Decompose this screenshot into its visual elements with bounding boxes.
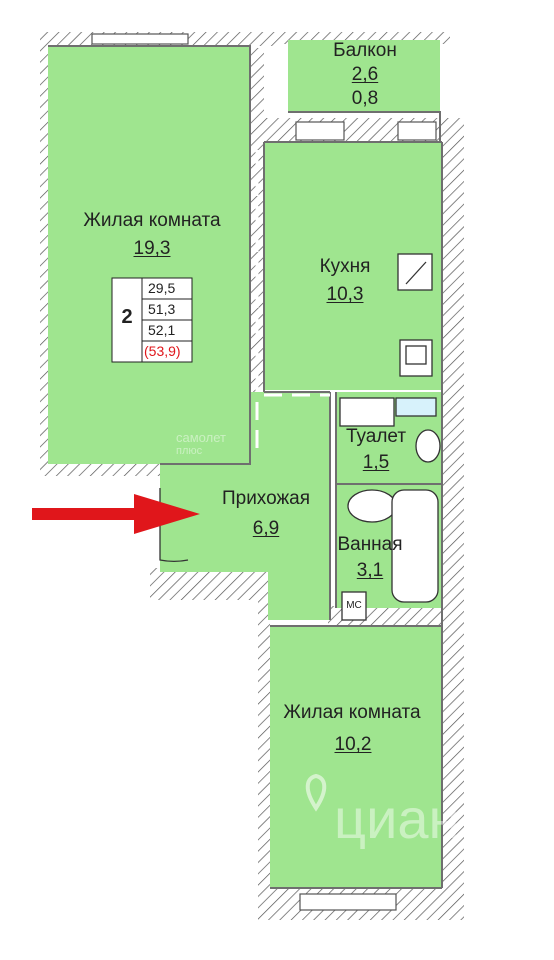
room-kitchen-name: Кухня bbox=[319, 256, 371, 277]
window-kitchen-2 bbox=[397, 121, 437, 141]
sink-toilet-icon bbox=[339, 397, 395, 427]
partition-dashes bbox=[255, 150, 330, 450]
room-toilet-area: 1,5 bbox=[362, 452, 390, 473]
watermark-samolet-line1: самолет bbox=[176, 430, 226, 445]
summary-table bbox=[111, 277, 193, 363]
exterior-walls bbox=[40, 32, 464, 920]
window-living-2 bbox=[299, 893, 397, 911]
entrance-door-swing bbox=[159, 488, 189, 563]
map-pin-icon bbox=[305, 773, 327, 812]
toilet-fixtures bbox=[339, 397, 441, 463]
room-bath-name: Ванная bbox=[337, 534, 403, 555]
summary-value-2: 51,3 bbox=[148, 301, 176, 317]
room-hall-lower-fill bbox=[268, 570, 330, 620]
stove-icon bbox=[397, 253, 433, 291]
washbasin-icon bbox=[347, 489, 397, 523]
wall-lines bbox=[48, 45, 443, 889]
room-bath-area: 3,1 bbox=[356, 560, 384, 581]
room-hall-fill bbox=[160, 392, 330, 572]
summary-rooms-count: 2 bbox=[121, 306, 133, 328]
summary-value-1: 29,5 bbox=[148, 280, 176, 296]
room-living-1-area: 19,3 bbox=[133, 238, 171, 259]
meter-box bbox=[341, 591, 367, 621]
window-kitchen bbox=[295, 121, 345, 141]
room-toilet-name: Туалет bbox=[345, 426, 407, 447]
room-kitchen-area: 10,3 bbox=[326, 284, 364, 305]
windows bbox=[91, 33, 437, 911]
room-balcony-area: 2,6 bbox=[351, 64, 379, 85]
kitchen-appliances bbox=[397, 253, 433, 377]
room-balcony-name: Балкон bbox=[333, 40, 397, 61]
room-hall-name: Прихожая bbox=[221, 488, 311, 509]
room-living-2-fill bbox=[270, 626, 442, 888]
room-living-2-area: 10,2 bbox=[334, 734, 372, 755]
room-balcony-extra: 0,8 bbox=[351, 88, 379, 109]
watermark-cian: циан bbox=[334, 787, 460, 850]
summary-value-4: (53,9) bbox=[144, 343, 181, 359]
room-fills bbox=[48, 40, 442, 888]
meter-label: МС bbox=[346, 600, 362, 611]
summary-value-3: 52,1 bbox=[148, 322, 176, 338]
room-living-1-name: Жилая комната bbox=[83, 210, 221, 231]
bathtub-icon bbox=[391, 489, 439, 603]
entrance-arrow bbox=[32, 494, 200, 534]
room-hall-area: 6,9 bbox=[252, 518, 280, 539]
room-balcony-fill bbox=[288, 40, 440, 112]
bath-fixtures bbox=[341, 489, 439, 621]
room-living-2-name: Жилая комната bbox=[283, 702, 421, 723]
window-living-1 bbox=[91, 33, 189, 45]
toilet-bowl-icon bbox=[415, 429, 441, 463]
watermark-samolet-line2: плюс bbox=[176, 445, 203, 457]
